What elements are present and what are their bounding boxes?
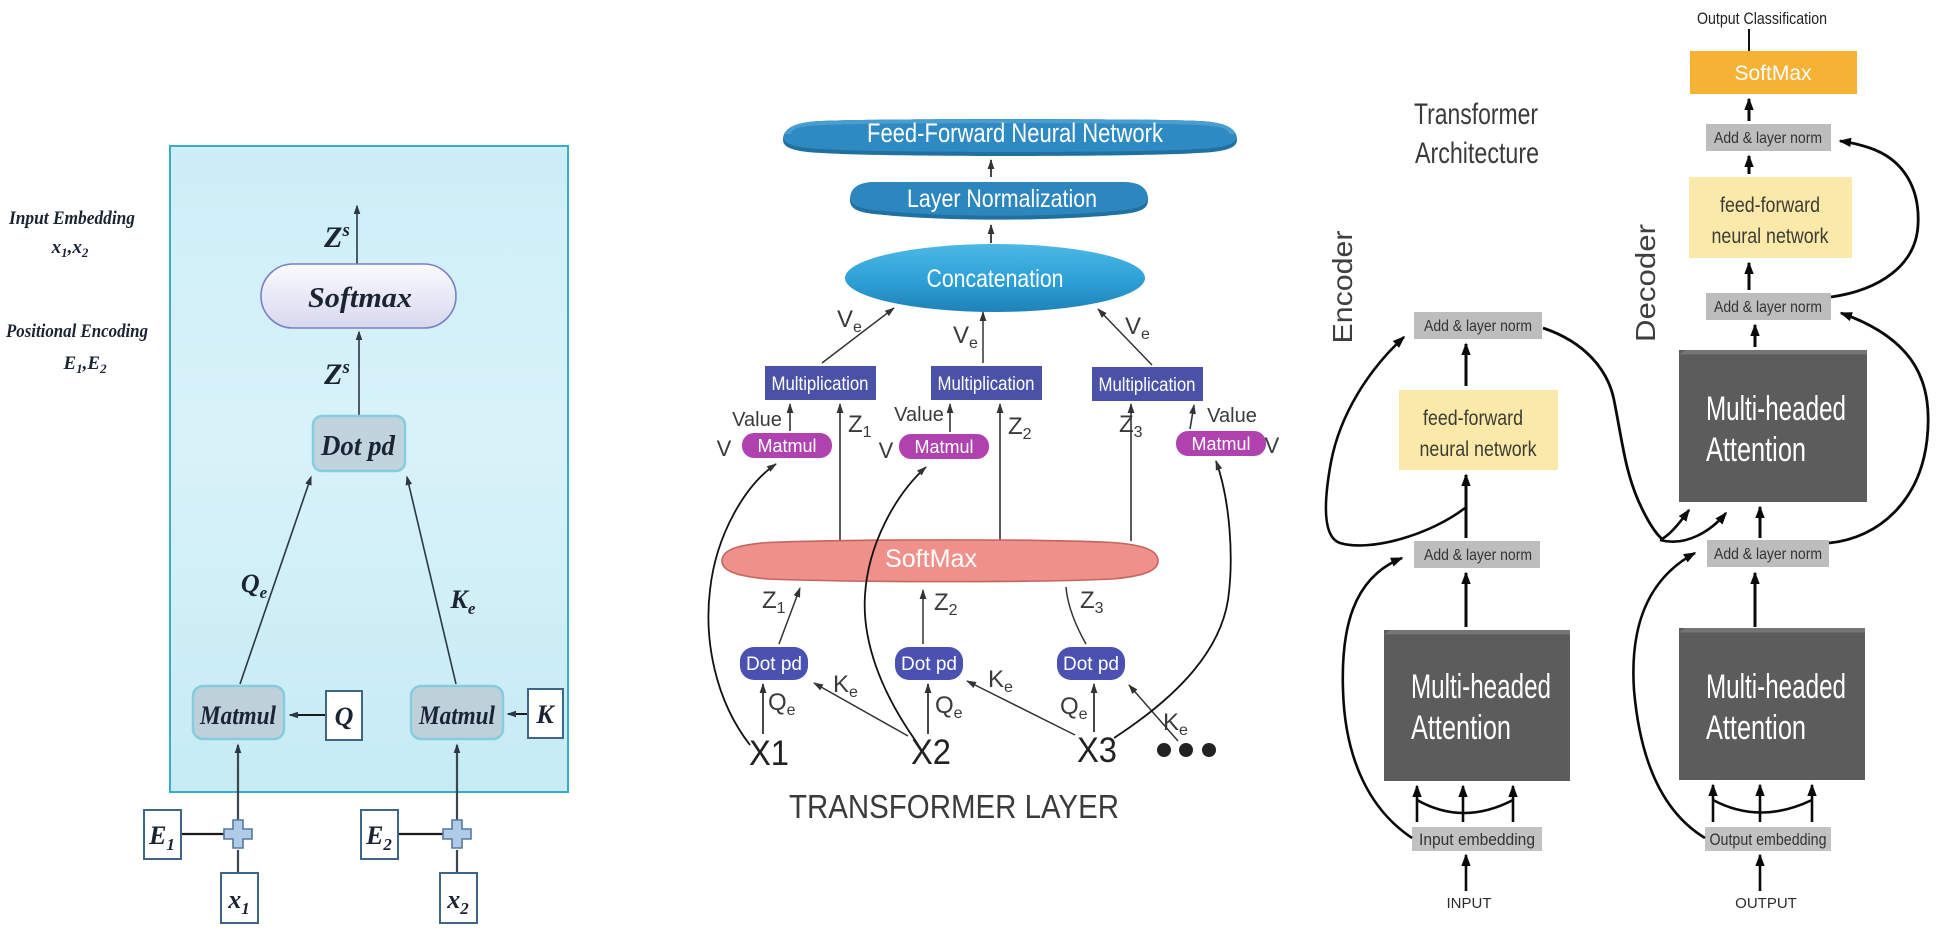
svg-text:Dot pd: Dot pd — [1063, 654, 1119, 675]
svg-text:feed-forward: feed-forward — [1720, 194, 1820, 217]
svg-text:SoftMax: SoftMax — [1734, 62, 1812, 85]
svg-text:Value: Value — [732, 409, 782, 431]
svg-text:Add & layer norm: Add & layer norm — [1714, 299, 1822, 316]
svg-text:Dot pd: Dot pd — [901, 654, 957, 675]
svg-text:K: K — [535, 700, 555, 729]
svg-text:Dot pd: Dot pd — [746, 654, 802, 675]
svg-text:OUTPUT: OUTPUT — [1735, 895, 1797, 912]
svg-text:Add & layer norm: Add & layer norm — [1714, 546, 1822, 563]
svg-text:TRANSFORMER LAYER: TRANSFORMER LAYER — [789, 788, 1119, 825]
svg-text:E1,E2: E1,E2 — [62, 353, 107, 376]
svg-text:Multiplication: Multiplication — [1099, 375, 1196, 396]
svg-text:Decoder: Decoder — [1630, 224, 1661, 342]
svg-text:V: V — [717, 436, 732, 461]
svg-text:Feed-Forward Neural Network: Feed-Forward Neural Network — [867, 118, 1163, 148]
svg-text:Add & layer norm: Add & layer norm — [1424, 547, 1532, 564]
svg-text:Matmul: Matmul — [914, 437, 973, 457]
svg-text:INPUT: INPUT — [1447, 895, 1492, 912]
svg-text:Q: Q — [335, 702, 354, 731]
svg-text:neural network: neural network — [1712, 225, 1829, 248]
svg-text:Matmul: Matmul — [1191, 434, 1250, 454]
svg-text:Encoder: Encoder — [1327, 231, 1358, 344]
svg-text:Multi-headed: Multi-headed — [1706, 390, 1846, 428]
svg-text:Attention: Attention — [1706, 709, 1806, 747]
svg-text:Multiplication: Multiplication — [938, 374, 1035, 395]
svg-text:Dot pd: Dot pd — [320, 431, 396, 462]
svg-text:Output Classification: Output Classification — [1697, 9, 1827, 28]
svg-text:Attention: Attention — [1411, 709, 1511, 747]
svg-text:x1,x2: x1,x2 — [51, 237, 89, 260]
svg-text:Matmul: Matmul — [199, 701, 277, 730]
svg-text:Output embedding: Output embedding — [1710, 830, 1827, 849]
svg-text:Value: Value — [894, 404, 944, 426]
svg-text:feed-forward: feed-forward — [1423, 407, 1523, 430]
svg-text:Softmax: Softmax — [308, 282, 412, 314]
svg-text:neural network: neural network — [1420, 438, 1537, 461]
svg-text:Multi-headed: Multi-headed — [1706, 668, 1846, 706]
svg-text:V: V — [1265, 433, 1280, 458]
svg-text:X3: X3 — [1077, 731, 1117, 770]
svg-text:Multi-headed: Multi-headed — [1411, 668, 1551, 706]
svg-text:Matmul: Matmul — [757, 436, 816, 456]
svg-text:Attention: Attention — [1706, 431, 1806, 469]
svg-text:Architecture: Architecture — [1415, 137, 1539, 170]
svg-text:Value: Value — [1207, 405, 1257, 427]
svg-text:Multiplication: Multiplication — [772, 374, 869, 395]
svg-text:Input Embedding: Input Embedding — [8, 208, 135, 229]
svg-text:X2: X2 — [911, 733, 951, 772]
svg-text:Layer Normalization: Layer Normalization — [907, 185, 1097, 213]
svg-text:SoftMax: SoftMax — [885, 545, 977, 573]
svg-text:Concatenation: Concatenation — [927, 265, 1064, 293]
svg-text:Matmul: Matmul — [418, 701, 496, 730]
svg-text:Add & layer norm: Add & layer norm — [1714, 130, 1822, 147]
svg-text:Input embedding: Input embedding — [1419, 830, 1535, 849]
svg-text:Positional Encoding: Positional Encoding — [5, 321, 148, 342]
svg-text:V: V — [879, 438, 894, 463]
svg-text:Add & layer norm: Add & layer norm — [1424, 318, 1532, 335]
svg-text:Transformer: Transformer — [1414, 98, 1538, 131]
svg-text:X1: X1 — [749, 734, 789, 773]
